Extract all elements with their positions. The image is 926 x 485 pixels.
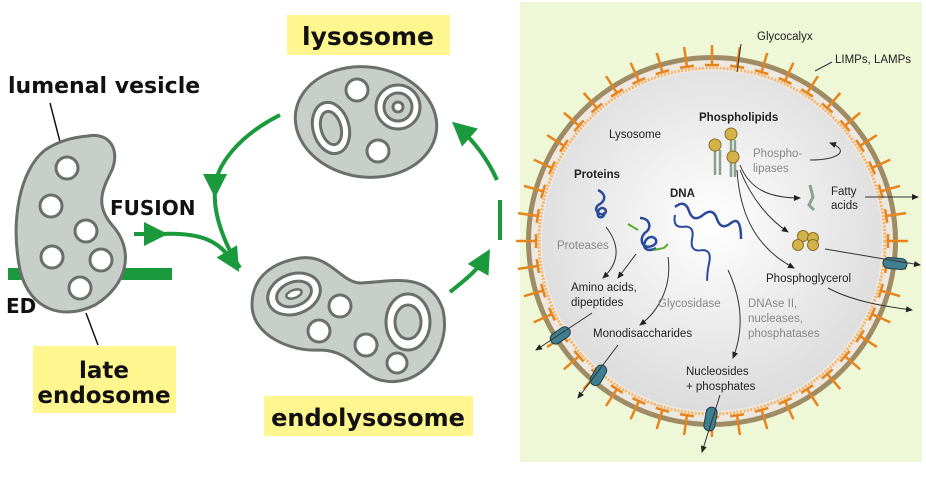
limp-protein xyxy=(800,75,820,98)
limp-protein xyxy=(754,52,769,76)
lysosome-label: Lysosome xyxy=(609,129,661,141)
limp-protein xyxy=(821,92,842,114)
limp-protein xyxy=(877,184,901,199)
limp-protein xyxy=(679,46,695,70)
glycerol-icons xyxy=(792,230,819,251)
dna-icon xyxy=(674,202,743,240)
glycocalyx-label: Glycocalyx xyxy=(757,31,813,43)
endolysosome-organelle xyxy=(250,256,446,383)
late-endosome-label-line2: endosome xyxy=(37,383,170,409)
protein-icon xyxy=(594,188,608,219)
nucleosides-label-line1: Nucleosides xyxy=(686,366,749,378)
limp-protein xyxy=(517,208,541,224)
nucleosides-label-line2: + phosphates xyxy=(686,381,756,393)
limp-protein xyxy=(655,52,670,76)
limp-protein xyxy=(729,46,745,70)
proteins-label: Proteins xyxy=(574,169,620,181)
lysosome-label-box xyxy=(287,15,450,55)
lysosome-lumen xyxy=(542,71,882,411)
dnase-label-line2: nucleases, xyxy=(748,313,803,325)
phosphoglycerol-label: Phosphoglycerol xyxy=(766,273,851,285)
limp-protein xyxy=(754,406,769,430)
phospholipases-label-line2: lipases xyxy=(753,163,789,175)
limp-protein xyxy=(655,406,670,430)
proteases-label: Proteases xyxy=(557,240,609,252)
transporter xyxy=(882,256,908,271)
limps-lamps-label: LIMPs, LAMPs xyxy=(835,54,911,66)
limp-protein xyxy=(516,234,538,248)
limp-protein xyxy=(546,133,569,153)
dna-strand-icon xyxy=(673,214,711,281)
sugar-chain-icon xyxy=(627,223,669,251)
late-endosome xyxy=(14,133,127,314)
limp-protein xyxy=(778,397,795,420)
inner-membrane xyxy=(537,66,887,416)
dna-label: DNA xyxy=(670,188,695,200)
reaction-arrows xyxy=(535,43,921,453)
phospholipids-label: Phospholipids xyxy=(699,112,778,124)
glycosidase-label: Glycosidase xyxy=(658,298,721,310)
limp-protein xyxy=(563,111,585,132)
limp-protein xyxy=(855,133,878,153)
pointer-line xyxy=(85,312,99,346)
limp-protein xyxy=(821,368,842,390)
fatty-acids-label-line1: Fatty xyxy=(831,186,857,198)
limp-protein xyxy=(604,75,624,98)
limp-protein xyxy=(729,412,745,436)
dnase-label-line1: DNAse II, xyxy=(748,298,797,310)
limp-protein xyxy=(533,158,556,175)
merge-arrow xyxy=(212,189,242,270)
limp-protein xyxy=(886,234,908,248)
limp-protein xyxy=(883,208,907,224)
fatty-acid-icon xyxy=(807,184,816,212)
limp-protein xyxy=(778,62,795,85)
phospholipases-label-line1: Phospho- xyxy=(753,148,802,160)
limp-protein xyxy=(517,258,541,274)
limp-protein xyxy=(705,45,719,67)
glycoprotein-icon xyxy=(639,216,658,252)
limp-protein xyxy=(868,307,891,324)
left-panel: lysosome lumenal vesicle FUSION ED late … xyxy=(6,15,502,436)
partial-label: ED xyxy=(6,294,36,318)
limp-protein xyxy=(877,283,901,298)
limp-protein xyxy=(839,350,861,371)
late-endosome-label-box xyxy=(33,346,176,413)
transporter xyxy=(589,364,608,387)
amino-acids-label-line1: Amino acids, xyxy=(571,282,637,294)
right-panel: Glycocalyx LIMPs, LAMPs Phospholipids Ly… xyxy=(516,2,922,462)
dnase-label-line3: phosphatases xyxy=(748,328,820,340)
endolysosome-label: endolysosome xyxy=(271,404,465,432)
limp-protein xyxy=(839,111,861,132)
lysosome-organelle xyxy=(293,65,439,179)
lysosome-to-fusion-arrow xyxy=(203,113,281,198)
limp-protein xyxy=(604,384,624,407)
monodisaccharides-label: Monodisaccharides xyxy=(593,328,692,340)
phospholipid-icons xyxy=(708,127,740,177)
limp-protein xyxy=(800,384,820,407)
limp-protein xyxy=(582,92,603,114)
limp-protein xyxy=(523,184,547,199)
lumenal-vesicle-label: lumenal vesicle xyxy=(8,74,200,99)
fusion-label: FUSION xyxy=(110,196,196,220)
reform-arrow-upper xyxy=(452,121,499,181)
fusion-arrow xyxy=(159,231,240,272)
endolysosome-label-box xyxy=(264,396,473,436)
amino-acids-label-line2: dipeptides xyxy=(571,297,624,309)
lysosome-label: lysosome xyxy=(302,22,434,51)
limp-protein xyxy=(855,329,878,349)
limp-protein xyxy=(533,307,556,324)
fatty-acids-label-line2: acids xyxy=(831,200,858,212)
reform-arrow-lower xyxy=(448,249,490,294)
limp-protein xyxy=(868,158,891,175)
late-endosome-label-line1: late xyxy=(79,358,129,384)
limp-protein xyxy=(629,397,646,420)
limp-protein xyxy=(563,350,585,371)
limp-protein xyxy=(523,283,547,298)
limp-protein xyxy=(629,62,646,85)
limp-protein xyxy=(679,412,695,436)
